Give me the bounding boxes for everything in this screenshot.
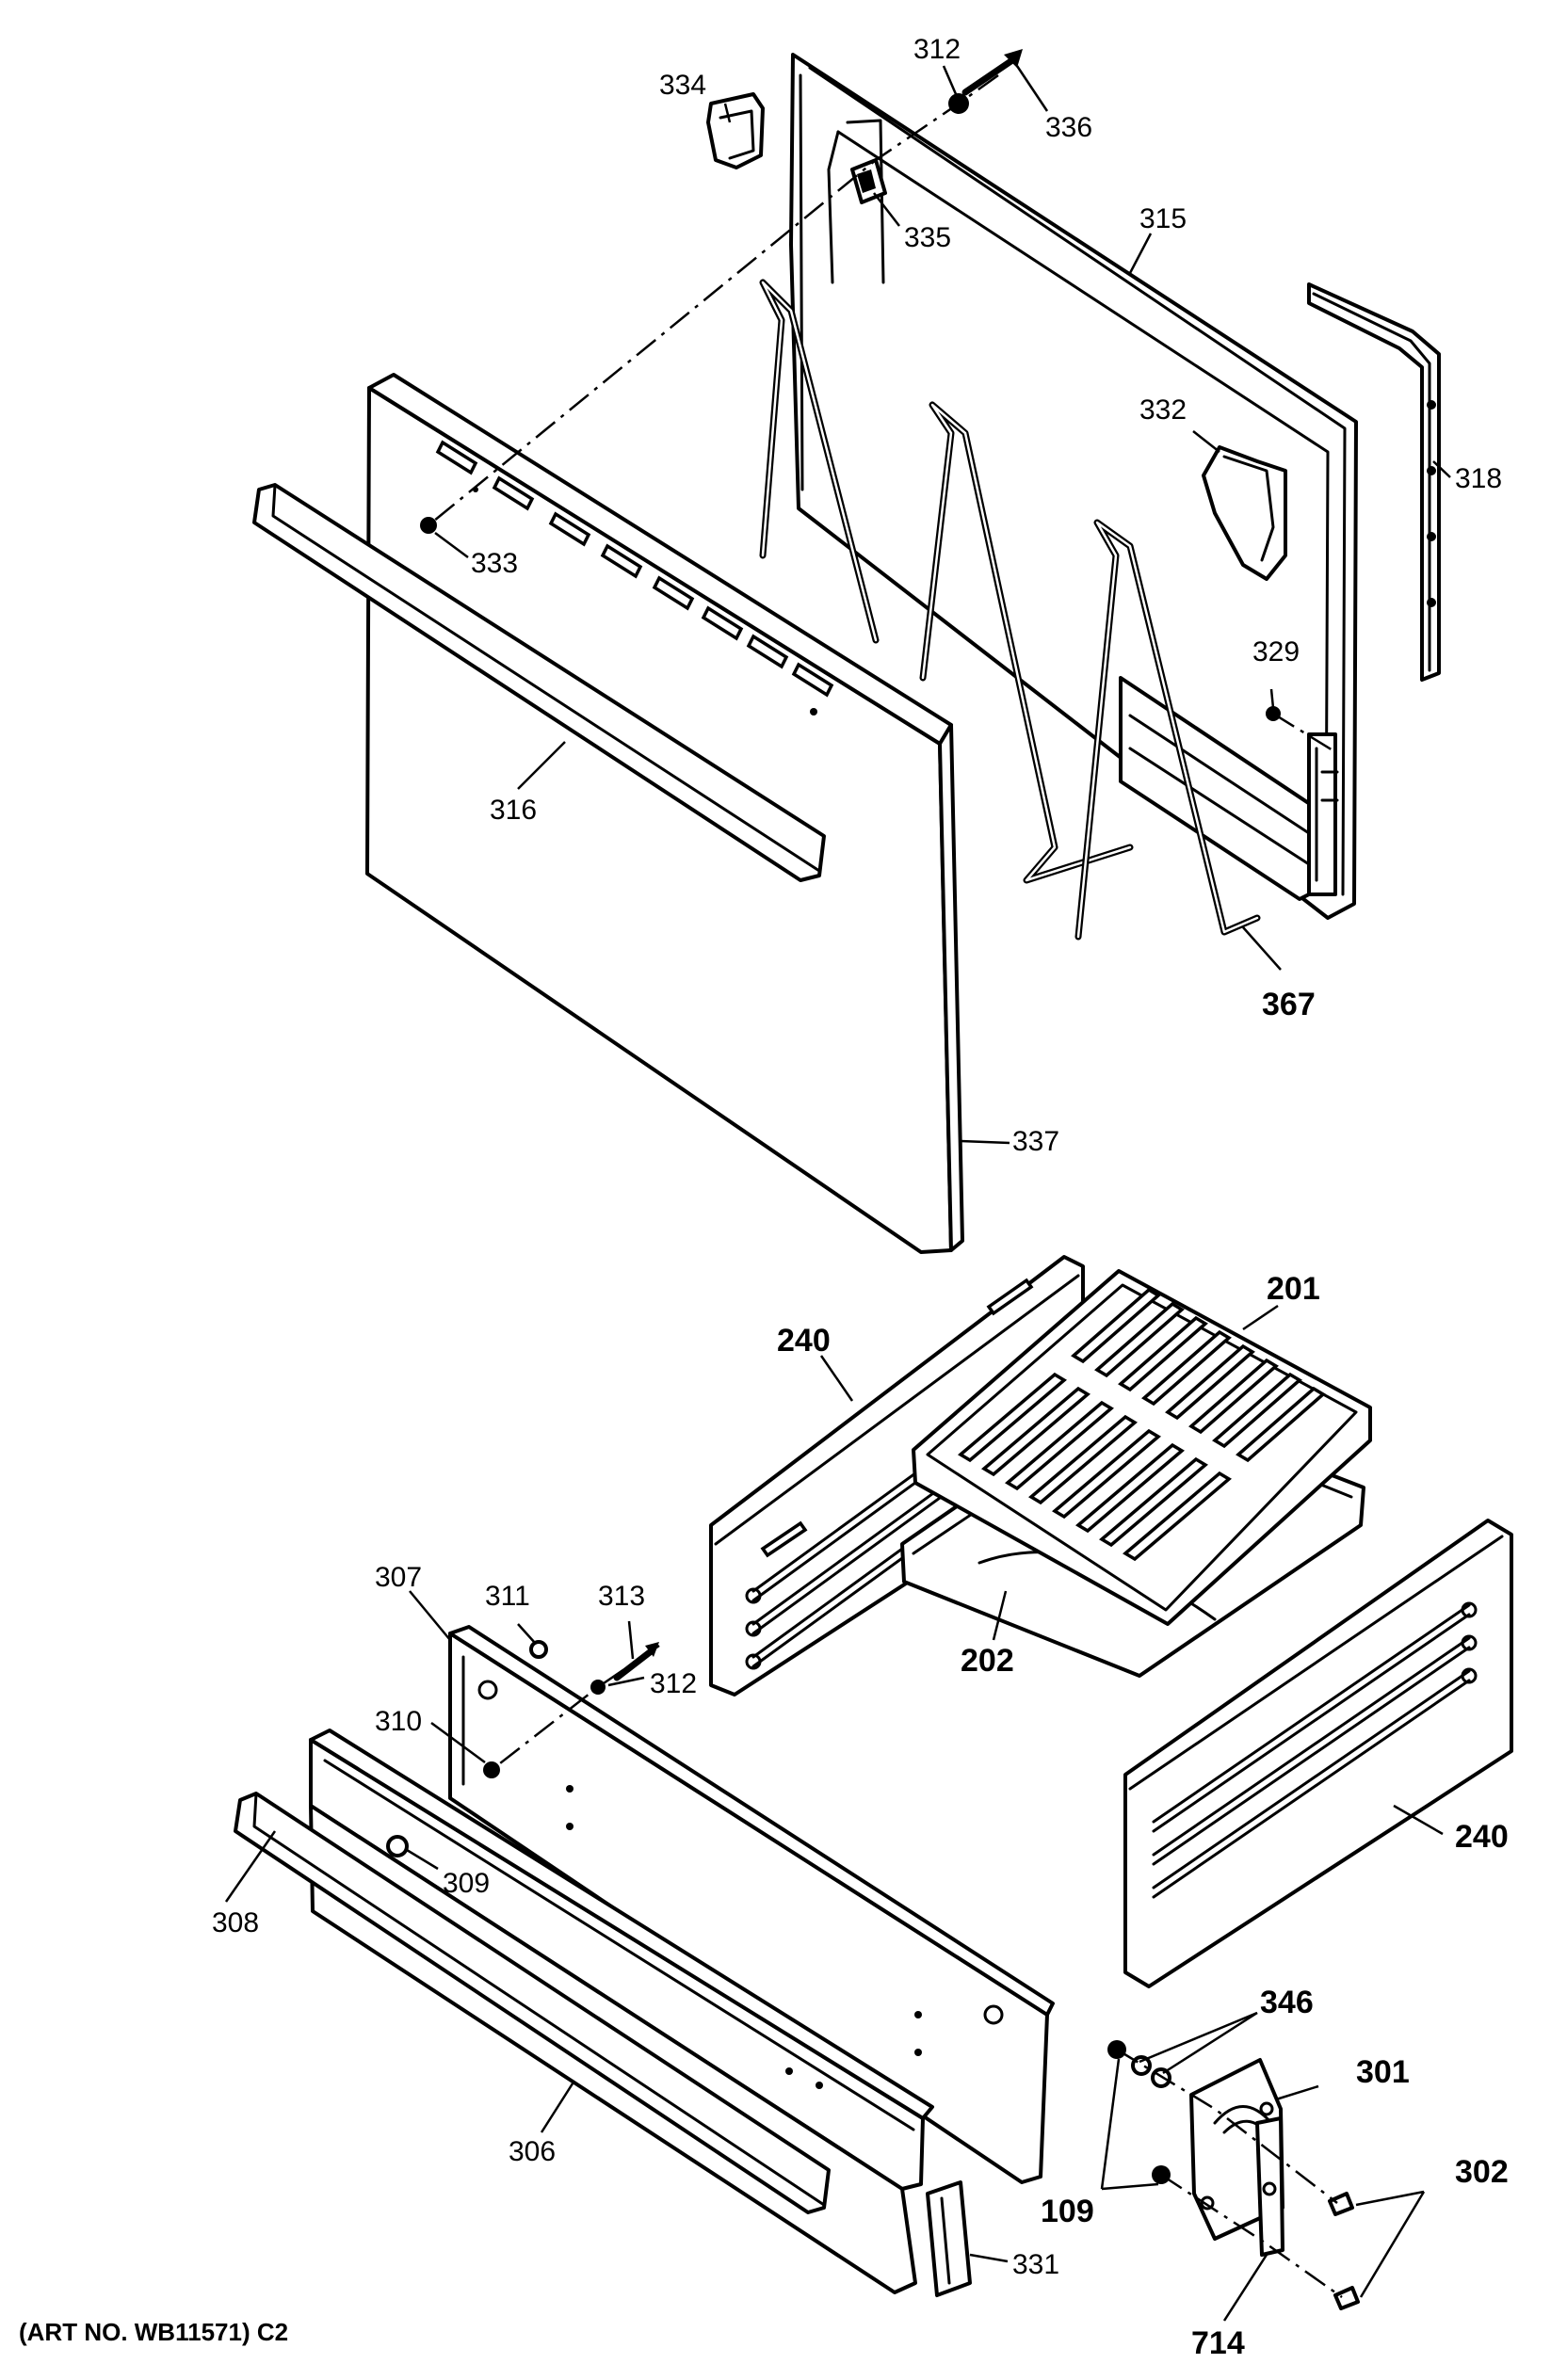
callout-333: 333 [471, 548, 518, 579]
vent-slots [435, 440, 834, 698]
callout-346: 346 [1260, 1985, 1314, 2020]
door-liner-315 [789, 53, 1358, 920]
callout-332: 332 [1139, 394, 1187, 426]
oven-rack-left [759, 279, 880, 644]
callout-316: 316 [490, 795, 537, 826]
callout-301: 301 [1356, 2054, 1410, 2090]
callout-201: 201 [1267, 1271, 1320, 1307]
callout-334: 334 [659, 70, 706, 101]
rack-support-240-left [709, 1255, 1085, 1697]
screw-302-a [1328, 2192, 1354, 2216]
centerline-hinge-2 [1160, 2173, 1343, 2299]
broiler-grid-201 [912, 1269, 1372, 1626]
callout-312-top: 312 [913, 34, 961, 65]
insulation-block-332 [1202, 445, 1287, 581]
screw-336 [961, 49, 1023, 96]
callout-337: 337 [1012, 1126, 1059, 1157]
hinge-714 [1255, 2116, 1284, 2257]
centerline-hinge [1116, 2048, 1338, 2204]
clip-334 [706, 92, 765, 169]
centerline-lower [491, 1644, 660, 1771]
oven-rack-middle [919, 401, 1134, 884]
grid-slots [958, 1287, 1326, 1562]
callout-302: 302 [1455, 2154, 1509, 2190]
centerline-upper [428, 73, 999, 526]
callout-331: 331 [1012, 2249, 1059, 2280]
callout-310: 310 [375, 1706, 422, 1737]
oven-rack-right [1074, 519, 1261, 941]
callout-367: 367 [1262, 987, 1316, 1022]
callout-315: 315 [1139, 203, 1187, 234]
callout-109: 109 [1041, 2194, 1094, 2229]
callout-312-bottom: 312 [650, 1668, 697, 1699]
screw-302-b [1333, 2286, 1360, 2310]
callout-311: 311 [485, 1581, 530, 1612]
screw-309 [386, 1835, 409, 1857]
art-number-caption: (ART NO. WB11571) C2 [19, 2318, 288, 2346]
washer-312-bottom [590, 1680, 606, 1695]
centerline-329 [1272, 712, 1338, 755]
callout-336: 336 [1045, 112, 1092, 143]
door-panel-337 [365, 373, 964, 1254]
callout-309: 309 [443, 1868, 490, 1899]
leader-lines [224, 65, 1451, 2322]
rack-support-240-right [1123, 1519, 1513, 1988]
callout-240-right: 240 [1455, 1819, 1509, 1855]
callout-329: 329 [1252, 636, 1300, 667]
callout-306: 306 [509, 2136, 556, 2167]
callout-202: 202 [961, 1643, 1014, 1679]
callout-335: 335 [904, 222, 951, 253]
callout-714: 714 [1191, 2325, 1245, 2361]
nut-311 [529, 1640, 548, 1659]
drawer-handle-308 [234, 1792, 831, 2214]
door-handle-316 [252, 483, 826, 882]
callout-313: 313 [598, 1581, 645, 1612]
drawer-inner-panel-307 [448, 1625, 1055, 2184]
door-side-trim-318 [1307, 282, 1441, 682]
bracket-335 [850, 158, 887, 204]
slide-bracket-331 [926, 2180, 972, 2297]
callout-240-left: 240 [777, 1323, 831, 1359]
callout-318: 318 [1455, 463, 1502, 494]
callout-labels: 334 312 336 335 315 332 318 333 329 316 … [212, 34, 1509, 2361]
callout-308: 308 [212, 1907, 259, 1938]
callout-307: 307 [375, 1562, 422, 1593]
